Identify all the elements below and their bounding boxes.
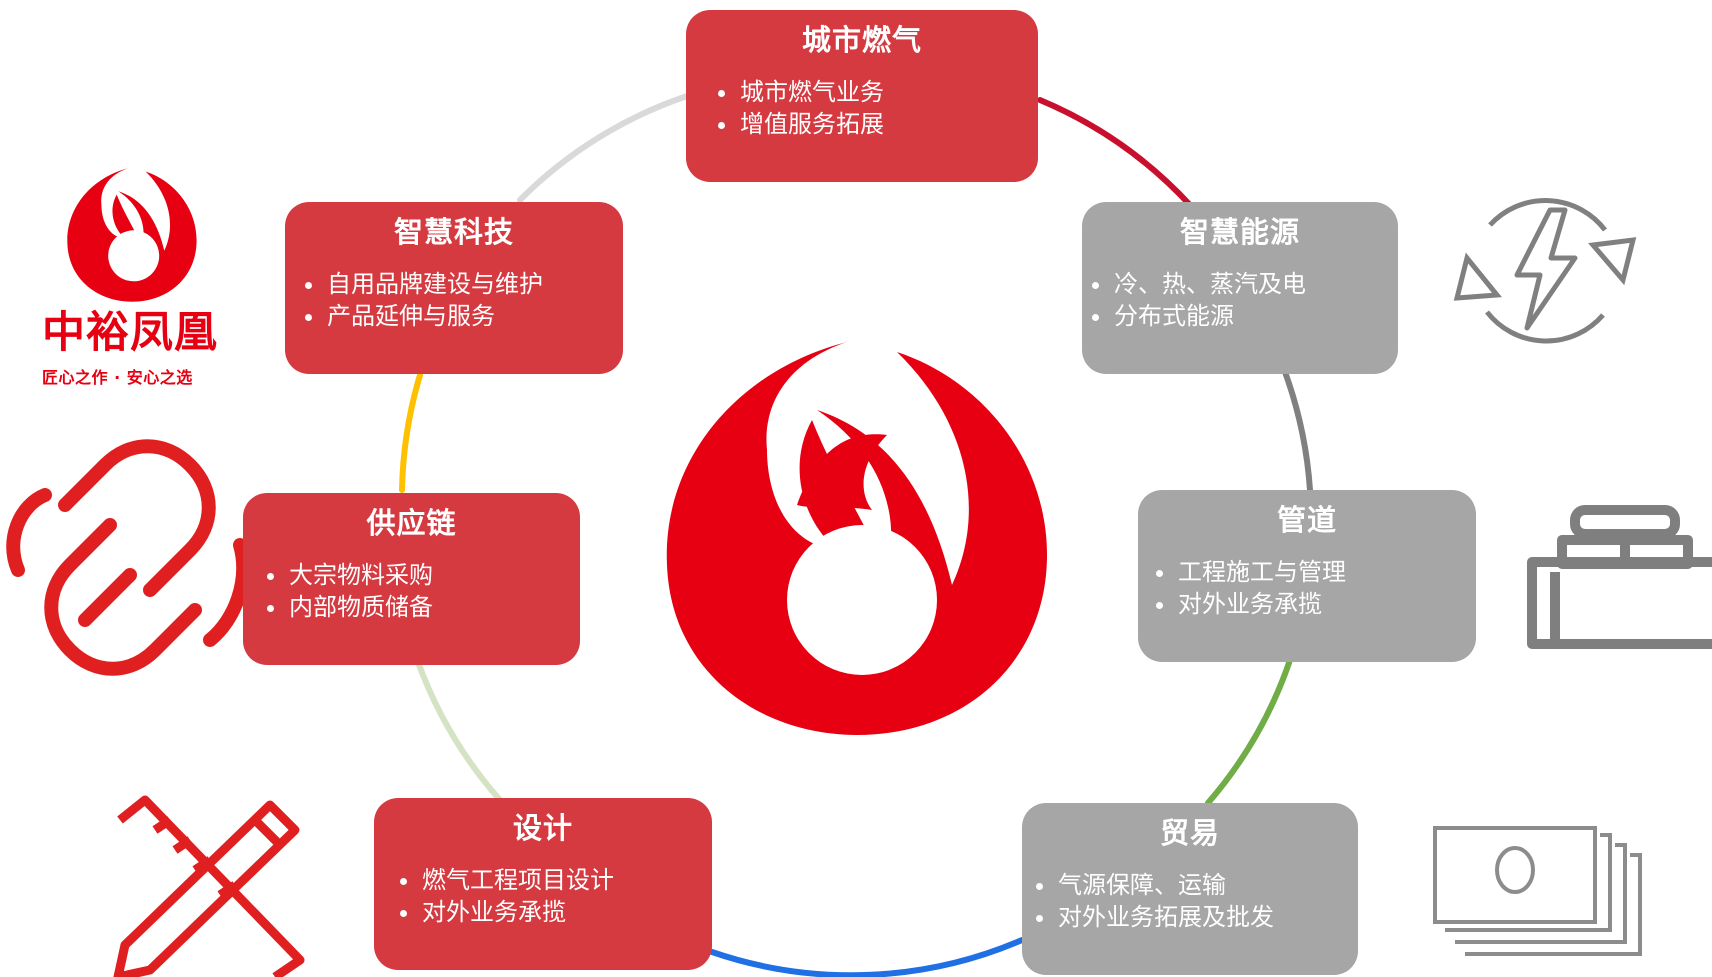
brand-name: 中裕凤凰 <box>42 308 218 358</box>
pencil-ruler-icon <box>113 795 305 977</box>
energy-cycle-icon <box>1453 198 1637 344</box>
ring-segment-left-lower <box>415 659 503 803</box>
node-smart-tech: 智慧科技 自用品牌建设与维护 产品延伸与服务 <box>285 202 623 374</box>
node-item: 大宗物料采购 <box>267 559 580 591</box>
node-item: 城市燃气业务 <box>718 76 1038 108</box>
node-item: 对外业务承揽 <box>400 896 712 928</box>
brand-slogan: 匠心之作 · 安心之选 <box>42 368 193 387</box>
node-city-gas: 城市燃气 城市燃气业务 增值服务拓展 <box>686 10 1038 182</box>
node-item: 产品延伸与服务 <box>305 300 623 332</box>
ring-segment-bottom <box>709 937 1025 977</box>
ring-segment-left-upper <box>399 372 423 493</box>
node-title: 管道 <box>1276 503 1337 537</box>
node-pipeline: 管道 工程施工与管理 对外业务承揽 <box>1138 490 1476 662</box>
brand-mark-icon <box>67 168 197 302</box>
ring-segment-right-lower <box>1205 657 1293 806</box>
phoenix-logo-icon <box>666 342 1047 735</box>
node-title: 智慧能源 <box>1179 215 1300 249</box>
node-item: 气源保障、运输 <box>1036 869 1358 901</box>
node-item: 对外业务承揽 <box>1156 588 1476 620</box>
node-item: 自用品牌建设与维护 <box>305 268 623 300</box>
ring-segment-top-left <box>517 92 693 203</box>
node-title: 设计 <box>512 811 573 845</box>
chain-link-icon <box>6 439 251 676</box>
node-item: 对外业务拓展及批发 <box>1036 901 1358 933</box>
ring-segment-right-upper <box>1282 369 1313 493</box>
banknotes-icon <box>1433 826 1642 956</box>
node-item: 冷、热、蒸汽及电 <box>1092 268 1398 300</box>
node-item: 燃气工程项目设计 <box>400 864 712 896</box>
node-title: 供应链 <box>366 506 457 540</box>
node-item: 工程施工与管理 <box>1156 556 1476 588</box>
node-item: 增值服务拓展 <box>718 108 1038 140</box>
node-title: 城市燃气 <box>801 23 922 57</box>
node-item: 内部物质储备 <box>267 591 580 623</box>
node-smart-energy: 智慧能源 冷、热、蒸汽及电 分布式能源 <box>1082 202 1398 374</box>
node-design: 设计 燃气工程项目设计 对外业务承揽 <box>374 798 712 970</box>
valve-icon <box>1527 505 1712 649</box>
node-supply-chain: 供应链 大宗物料采购 内部物质储备 <box>243 493 580 665</box>
brand-logo: 中裕凤凰 匠心之作 · 安心之选 <box>42 308 232 388</box>
node-trade: 贸易 气源保障、运输 对外业务拓展及批发 <box>1022 803 1358 975</box>
node-title: 智慧科技 <box>393 215 514 249</box>
ring-segment-top-right <box>1037 97 1193 208</box>
node-item: 分布式能源 <box>1092 300 1398 332</box>
node-title: 贸易 <box>1159 816 1220 850</box>
